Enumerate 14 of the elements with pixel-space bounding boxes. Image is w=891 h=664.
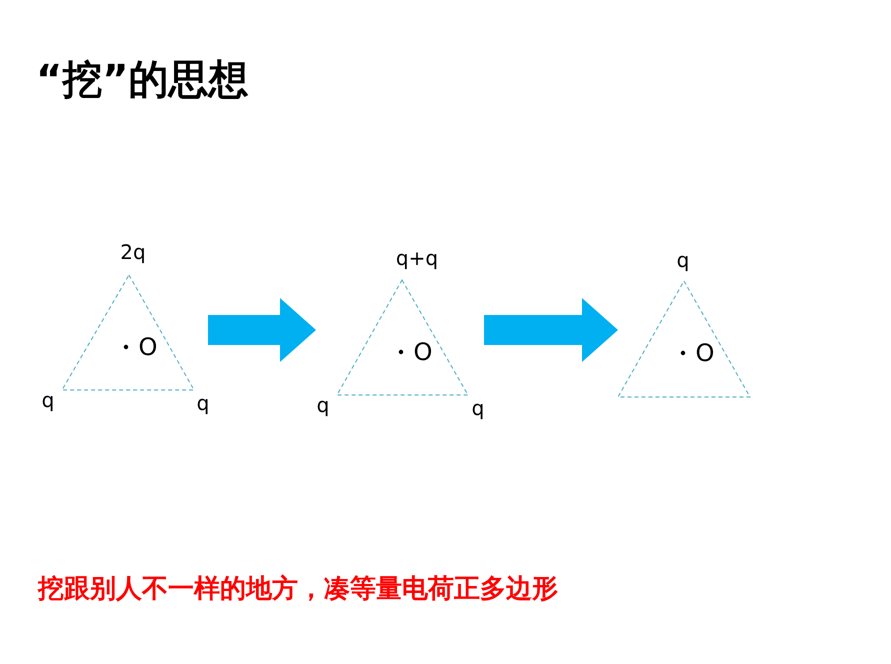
charge-label: q [472, 397, 484, 419]
point-label: O [696, 342, 714, 364]
caption-text: 挖跟别人不一样的地方，凑等量电荷正多边形 [38, 573, 558, 606]
charge-label: q+q [396, 247, 438, 269]
point-label: O [138, 336, 158, 358]
charge-label: q [676, 249, 690, 271]
block-arrow [208, 298, 316, 362]
charge-label: q [316, 394, 330, 416]
point-label: O [414, 341, 432, 363]
charge-label: q [42, 389, 54, 411]
charge-label: q [196, 392, 210, 414]
slide-title: “挖”的思想 [36, 56, 249, 105]
charge-label: 2q [120, 241, 146, 263]
block-arrow [484, 298, 618, 362]
